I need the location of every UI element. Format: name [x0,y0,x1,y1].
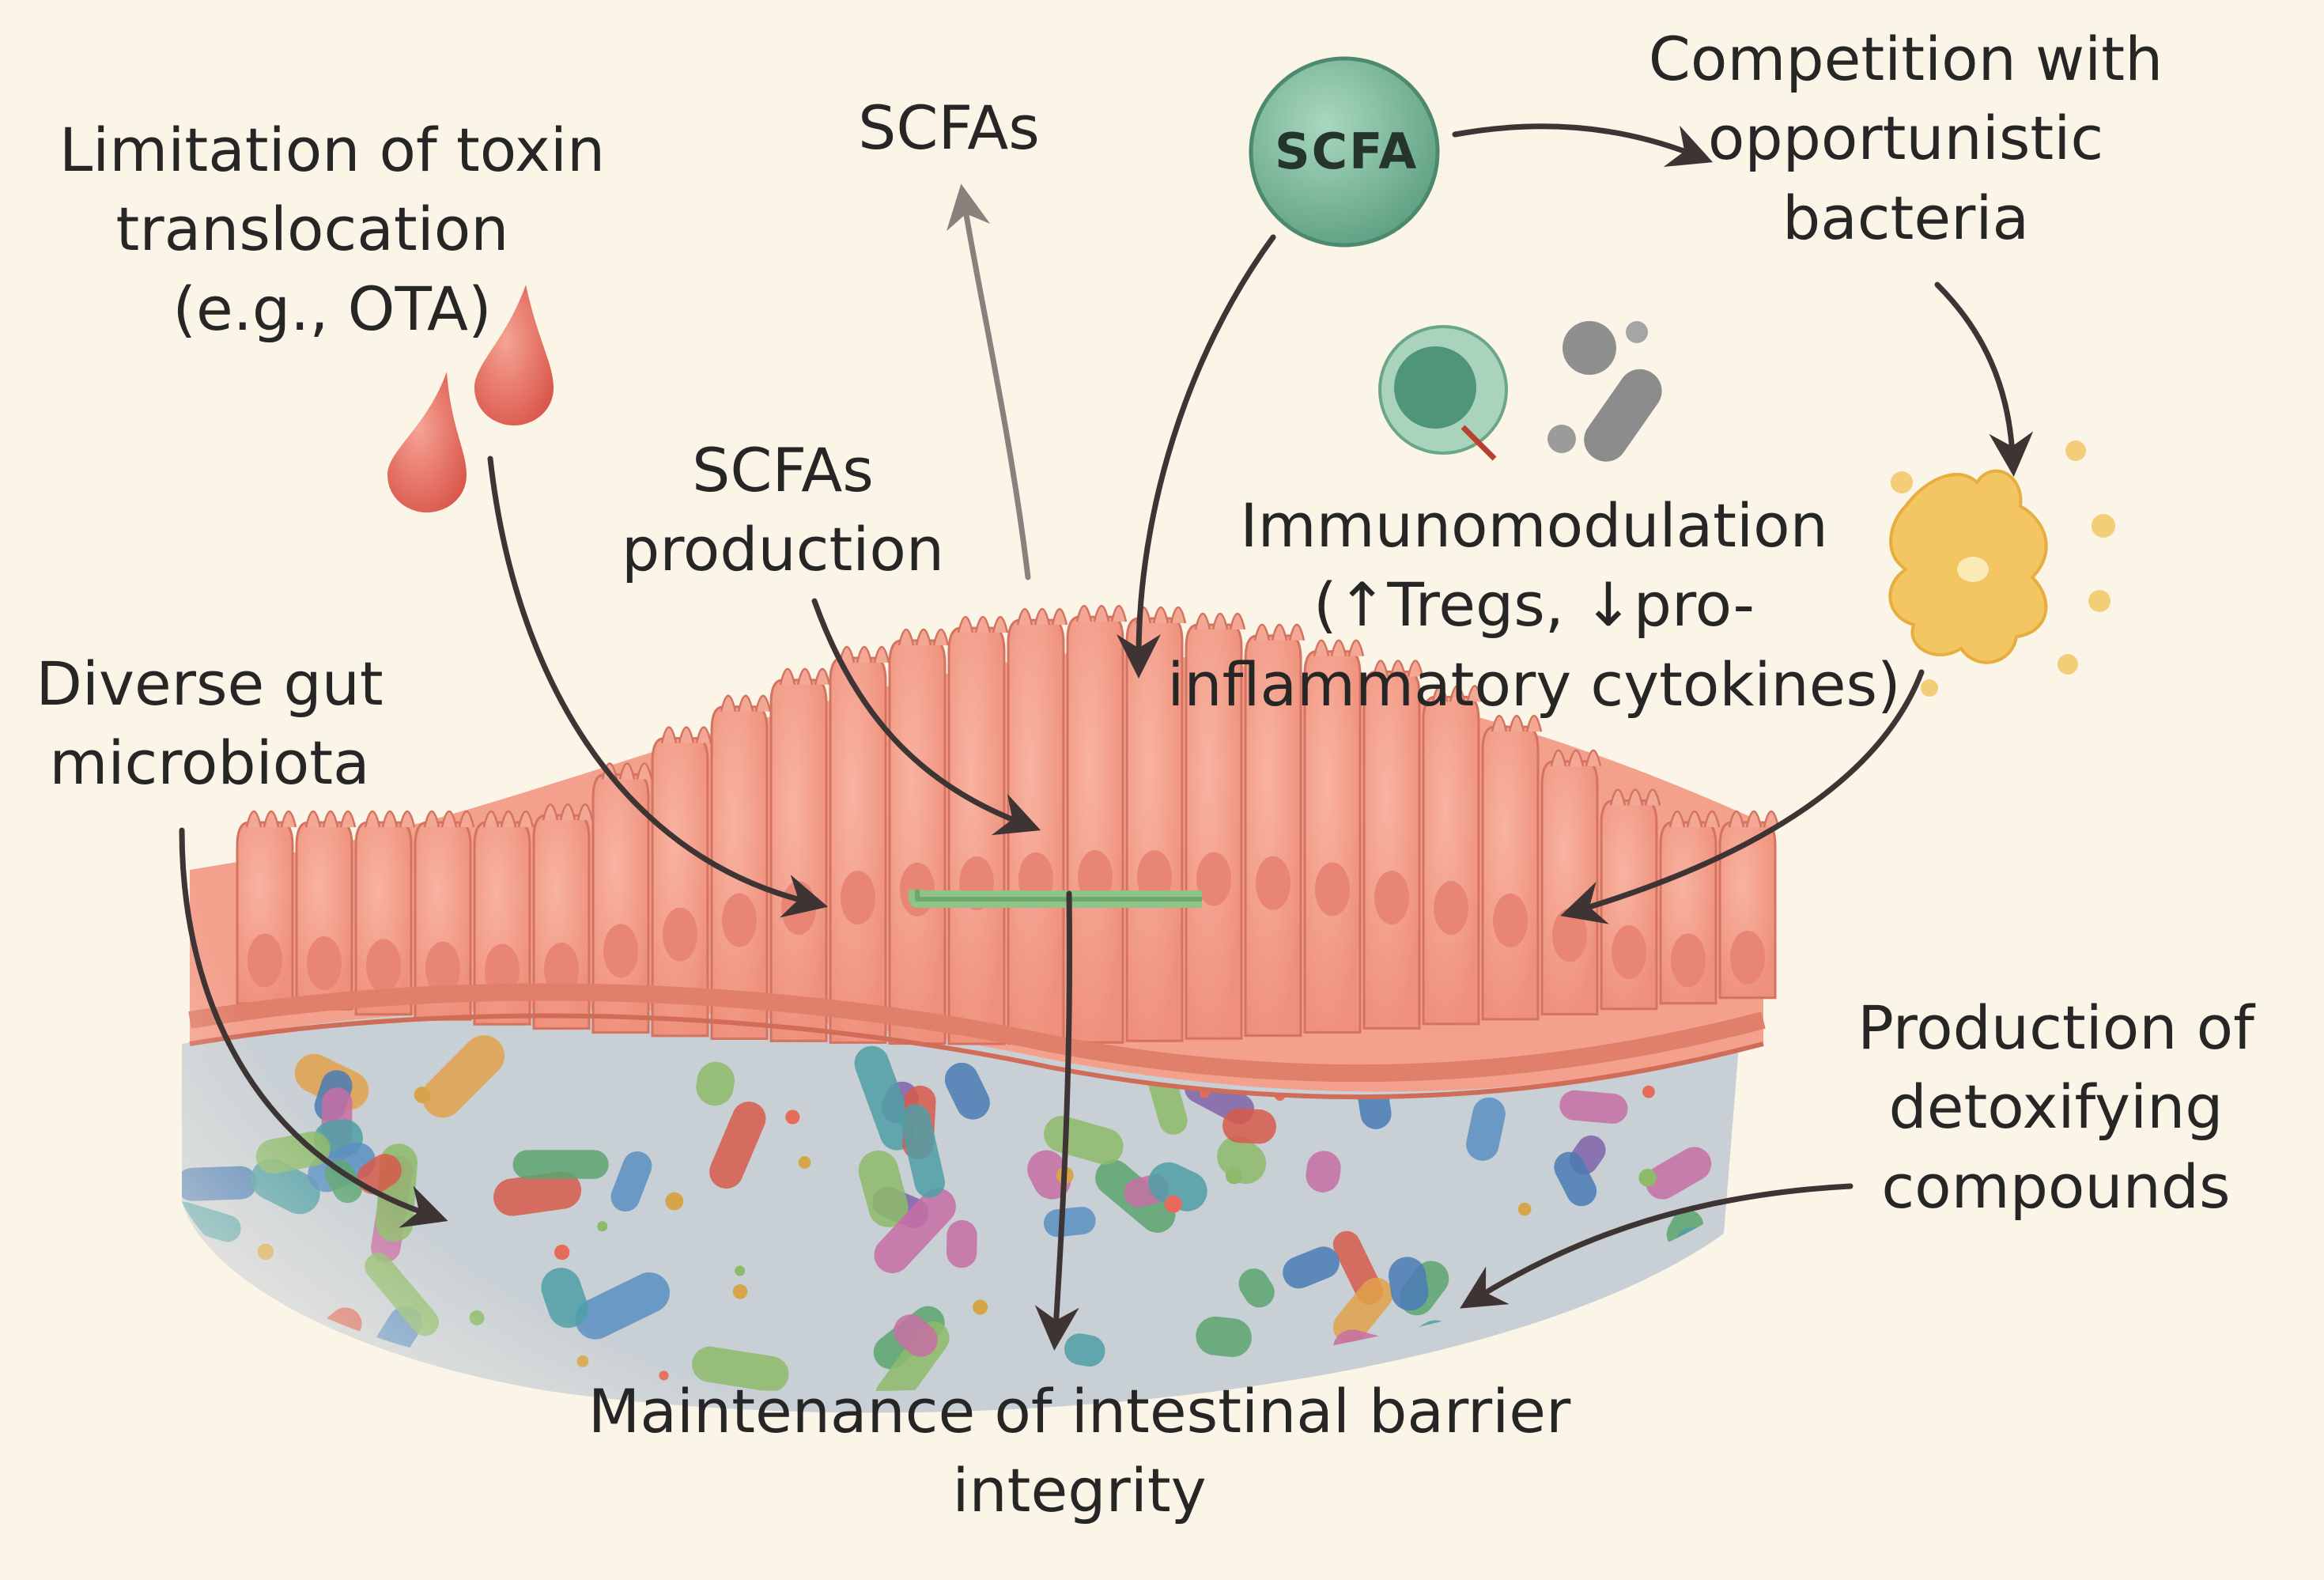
arrow-scfa-to-competition [1452,123,1714,167]
scfa-production-line1: SCFAs [692,435,874,505]
scfa-production-line2: production [621,514,945,585]
cell-nucleus [307,936,342,991]
cell-nucleus [248,933,282,988]
scfa-badge-label: SCFA [1275,123,1419,180]
metabolite-dot [1642,1085,1655,1098]
epithelial-cell [947,626,1006,1045]
epithelial-cell [1007,618,1065,1045]
cell-nucleus [900,862,935,917]
competition-label-line2: opportunistic [1707,103,2104,174]
barrier-label: Maintenance of intestinal barrier integr… [522,1372,1637,1531]
metabolite-dot [732,1283,748,1299]
cell-nucleus [1434,881,1468,936]
immune-cell-icon [1378,321,1662,462]
cell-nucleus [366,939,401,993]
microbiota-line1: Diverse gut [36,648,384,719]
cell-nucleus [663,907,697,962]
epithelial-cell [1481,725,1540,1021]
microbiota-label: Diverse gut microbiota [16,644,403,803]
arrow-junction-to-barrier [1034,890,1079,1351]
cell-nucleus [1552,908,1587,962]
metabolite-dot [973,1299,988,1315]
cell-nucleus [1612,925,1646,980]
microbiota-line2: microbiota [49,728,370,799]
detox-line2: detoxifying [1888,1072,2224,1143]
epithelial-cell [1422,695,1480,1026]
immunomodulation-line1: Immunomodulation [1240,490,1828,561]
detox-line3: compounds [1881,1151,2231,1222]
toxin-label-line3: (e.g., OTA) [172,273,492,344]
immunomodulation-line2: (↑Tregs, ↓pro- [1313,569,1755,641]
gut-bacterium [197,1289,266,1335]
toxin-label: Limitation of toxin translocation (e.g.,… [47,111,617,349]
barrier-line2: integrity [952,1455,1207,1526]
gut-bacterium [183,1279,255,1325]
metabolite-dot [1164,1195,1182,1213]
gut-bacterium [182,1166,257,1201]
metabolite-dot [665,1192,684,1211]
detox-line1: Production of [1857,992,2254,1063]
metabolite-dot [785,1109,800,1125]
arrow-detox-to-bacterium [1460,1183,1854,1309]
toxin-label-line2: translocation [115,194,509,265]
cell-nucleus [1671,933,1706,988]
metabolite-dot [469,1310,485,1325]
cell-nucleus [1493,893,1528,947]
arrow-cells-to-scfas [946,183,1031,580]
metabolite-dot [1225,1166,1243,1185]
detox-label: Production of detoxifying compounds [1819,988,2293,1227]
cell-nucleus [1730,930,1765,985]
epithelial-cell [888,639,947,1045]
tight-junction-icon [909,890,1202,908]
metabolite-dot [1517,1202,1532,1216]
epithelial-cell [769,678,828,1042]
cell-nucleus [722,893,757,947]
epithelial-cell [1540,760,1599,1015]
arrow-microbiota-to-lumen [179,827,448,1228]
cell-nucleus [1374,870,1409,924]
gut-bacterium [1222,1108,1276,1144]
toxin-label-line1: Limitation of toxin [59,115,606,185]
cell-nucleus [1315,862,1350,917]
metabolite-dot [414,1087,431,1104]
cell-nucleus [1256,856,1290,910]
gut-bacterium [512,1150,609,1179]
immunomodulation-line3: inflammatory cytokines) [1167,648,1901,720]
competition-label-line1: Competition with [1648,24,2163,94]
metabolite-dot [597,1221,608,1232]
arrow-immuno-to-epithelium [1560,669,1925,924]
arrow-competition-to-pathogen [1934,282,2034,477]
cell-nucleus [841,871,875,925]
metabolite-dot [576,1355,589,1367]
metabolite-dot [219,1362,235,1378]
epithelial-cell [1066,615,1124,1044]
barrier-line1: Maintenance of intestinal barrier [588,1376,1571,1446]
toxin-droplet-icon [387,285,554,512]
metabolite-dot [1638,1168,1657,1187]
epithelial-cell [710,705,769,1040]
metabolite-dot [1670,1340,1682,1352]
scfa-production-label: SCFAs production [601,431,965,590]
pathogen-bacterium-icon [1888,440,2115,697]
metabolite-dot [798,1156,811,1169]
scfa-molecule-icon [1249,56,1440,248]
arrow-production-to-junction [811,598,1041,836]
arrows [179,123,2034,1351]
metabolite-dot [257,1243,274,1261]
competition-label-line3: bacteria [1782,182,2030,253]
immunomodulation-label: Immunomodulation (↑Tregs, ↓pro- inflamma… [1147,486,1922,724]
metabolite-dot [735,1265,746,1276]
scfas-label: SCFAs [858,93,1040,163]
arrow-scfa-to-epithelium [1117,234,1276,678]
cell-nucleus [603,924,638,978]
epithelial-cell [1362,671,1421,1030]
arrow-toxin-to-epithelium [487,455,829,918]
cell-nucleus [781,881,816,936]
metabolite-dot [1663,1309,1682,1329]
metabolite-dot [554,1244,570,1261]
competition-label: Competition with opportunistic bacteria [1613,20,2198,258]
gut-bacterium [946,1219,977,1268]
